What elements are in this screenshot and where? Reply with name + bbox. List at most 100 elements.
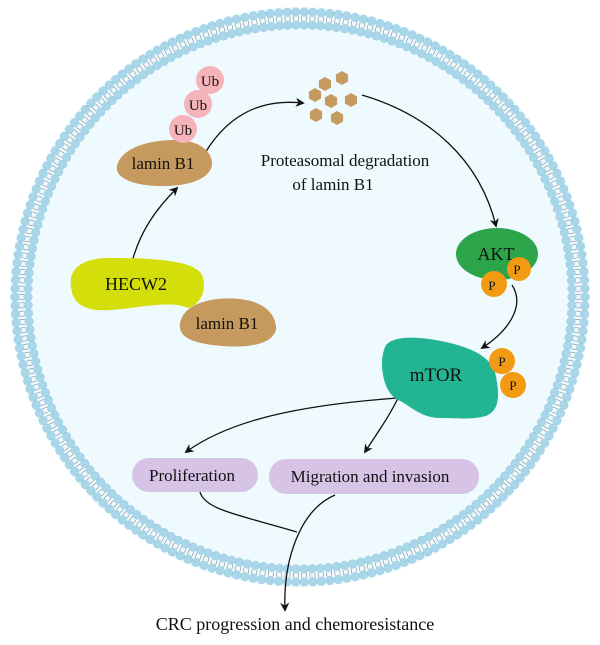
- phospho-label: P: [513, 262, 520, 277]
- lipid-tail: [53, 162, 58, 166]
- lipid-tail: [567, 227, 573, 230]
- lipid-head: [111, 509, 121, 519]
- lipid-head: [307, 20, 317, 30]
- hecw2-node[interactable]: HECW2: [70, 258, 205, 311]
- lipid-head: [520, 118, 530, 128]
- lipid-head: [98, 498, 108, 508]
- lipid-tail: [23, 244, 29, 246]
- lipid-head: [138, 530, 148, 540]
- lamin-b1-ubiquitinated-node[interactable]: Ub Ub Ub lamin B1: [116, 66, 224, 187]
- lipid-head: [24, 268, 34, 278]
- lipid-head: [520, 466, 530, 476]
- lipid-head: [199, 24, 209, 34]
- lipid-head: [23, 300, 33, 310]
- lipid-tail: [398, 34, 401, 40]
- lipid-tail: [75, 126, 81, 131]
- lipid-head: [40, 196, 50, 206]
- lipid-head: [188, 42, 198, 52]
- lipid-tail: [529, 450, 534, 454]
- lipid-head: [515, 452, 525, 462]
- lipid-tail: [34, 203, 40, 206]
- lipid-head: [75, 111, 85, 121]
- lipid-tail: [538, 154, 543, 158]
- lipid-tail: [154, 532, 158, 538]
- lipid-head: [498, 92, 508, 102]
- mtor-node[interactable]: mTOR P P: [382, 337, 526, 419]
- lipid-tail: [449, 60, 453, 66]
- lipid-tail: [494, 97, 499, 102]
- lipid-head: [323, 21, 333, 31]
- lipid-tail: [564, 216, 570, 219]
- lipid-head: [391, 560, 401, 570]
- lipid-tail: [231, 24, 234, 30]
- lipid-tail: [566, 224, 572, 227]
- lipid-head: [544, 431, 554, 441]
- lipid-head: [168, 37, 178, 47]
- lipid-tail: [186, 549, 190, 555]
- lipid-head: [57, 160, 67, 170]
- lipid-tail: [511, 116, 516, 121]
- lipid-head: [438, 45, 448, 55]
- lipid-head: [26, 251, 36, 261]
- arrow-proteasome-to-akt: [361, 94, 499, 228]
- lipid-tail: [498, 101, 503, 106]
- lipid-head: [356, 557, 366, 567]
- lipid-head: [66, 146, 76, 156]
- lipid-tail: [42, 406, 47, 410]
- lipid-head: [383, 563, 393, 573]
- lipid-head: [92, 492, 102, 502]
- lipid-tail: [564, 375, 570, 378]
- lipid-head: [70, 118, 80, 128]
- lipid-tail: [521, 460, 527, 465]
- lipid-head: [515, 473, 525, 483]
- lipid-tail: [95, 486, 100, 491]
- lipid-tail: [339, 570, 341, 576]
- lipid-head: [299, 20, 309, 30]
- arrow-akt-to-mtor: [480, 284, 518, 349]
- lipid-tail: [247, 20, 250, 26]
- lipid-head: [107, 95, 117, 105]
- lipid-head: [31, 184, 41, 194]
- lipid-tail: [47, 172, 53, 176]
- lipid-tail: [71, 133, 76, 138]
- lipid-tail: [79, 467, 84, 472]
- lipid-tail: [97, 488, 102, 493]
- ub-circle: [196, 66, 224, 94]
- lipid-tail: [572, 252, 578, 254]
- lipid-head: [219, 31, 229, 41]
- lipid-tail: [402, 36, 406, 42]
- arrow-migration-to-outcome: [280, 494, 336, 612]
- lipid-head: [232, 14, 242, 24]
- lipid-tail: [32, 211, 38, 214]
- migration-node[interactable]: Migration and invasion: [269, 459, 479, 494]
- lamin-b1-bound-node[interactable]: lamin B1: [179, 298, 277, 347]
- lipid-tail: [347, 568, 349, 574]
- lipid-head: [486, 504, 496, 514]
- lipid-head: [13, 334, 23, 344]
- lipid-head: [375, 566, 385, 576]
- lipid-head: [203, 36, 213, 46]
- lipid-tail: [425, 542, 429, 548]
- lipid-head: [367, 568, 377, 578]
- lipid-tail: [51, 165, 57, 168]
- lipid-head: [232, 570, 242, 580]
- lipid-tail: [417, 42, 421, 48]
- lipid-tail: [45, 177, 51, 180]
- lipid-tail: [371, 563, 374, 569]
- lipid-head: [274, 576, 284, 586]
- lipid-head: [43, 189, 53, 199]
- akt-node[interactable]: AKT P P: [456, 228, 538, 297]
- lipid-head: [471, 85, 481, 95]
- lipid-head: [119, 499, 129, 509]
- lipid-head: [47, 403, 57, 413]
- lipid-head: [483, 95, 493, 105]
- proliferation-node[interactable]: Proliferation: [132, 458, 258, 492]
- lipid-head: [104, 504, 114, 514]
- lipid-head: [283, 20, 293, 30]
- lipid-head: [358, 14, 368, 24]
- lipid-tail: [560, 203, 566, 206]
- lipid-tail: [161, 537, 165, 542]
- lipid-head: [552, 416, 562, 426]
- lipid-head: [291, 577, 301, 587]
- lipid-head: [70, 445, 80, 455]
